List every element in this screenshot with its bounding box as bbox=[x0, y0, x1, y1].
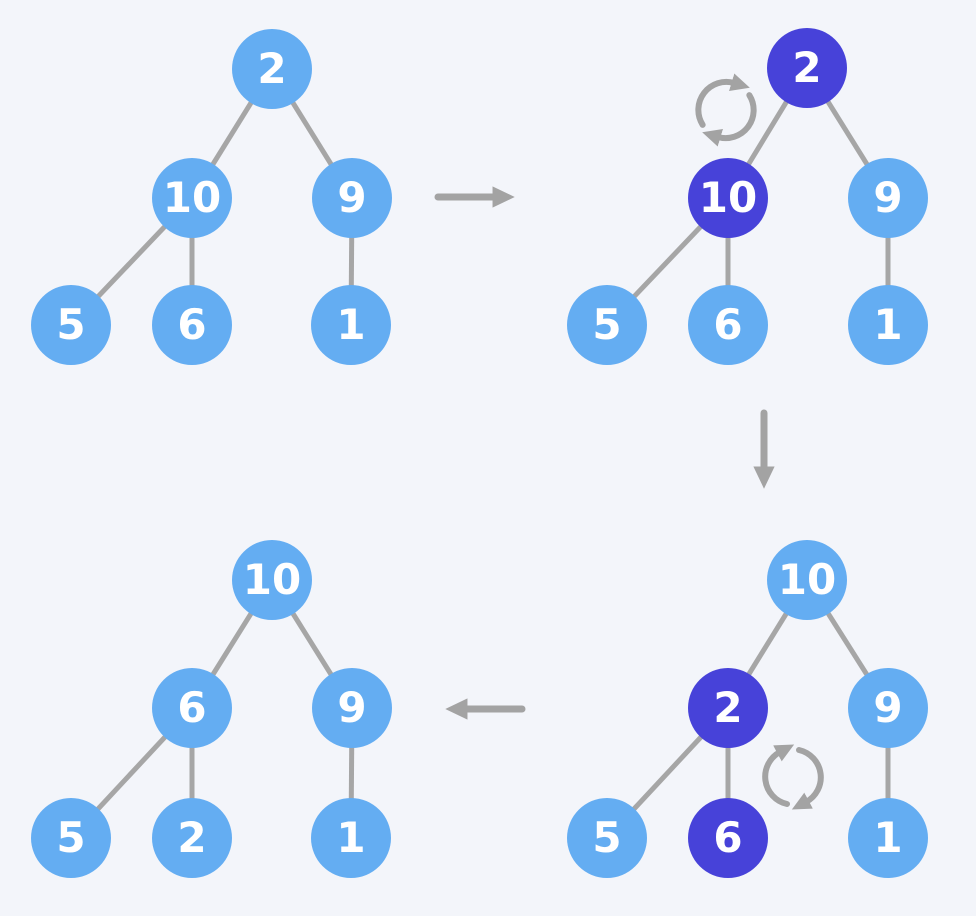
swap-icon bbox=[695, 73, 757, 147]
flow-arrows bbox=[434, 186, 775, 720]
step3-node-5: 5 bbox=[567, 798, 647, 878]
step2-node-5: 5 bbox=[567, 285, 647, 365]
step1-node-1: 1 bbox=[311, 285, 391, 365]
step4-node-9: 9 bbox=[312, 668, 392, 748]
step4-node-5: 5 bbox=[31, 798, 111, 878]
step4-node-6: 6 bbox=[152, 668, 232, 748]
swap-icon bbox=[762, 744, 824, 810]
swap-arc bbox=[695, 73, 750, 128]
step1-node-10: 10 bbox=[152, 158, 232, 238]
step4-node-2: 2 bbox=[152, 798, 232, 878]
step3-node-1: 1 bbox=[848, 798, 928, 878]
step1-node-6: 6 bbox=[152, 285, 232, 365]
step2-node-9: 9 bbox=[848, 158, 928, 238]
swap-arc bbox=[762, 744, 795, 807]
step1-node-9: 9 bbox=[312, 158, 392, 238]
step2-node-2: 2 bbox=[767, 28, 847, 108]
swap-arc bbox=[702, 92, 757, 147]
step4-node-10: 10 bbox=[232, 540, 312, 620]
step3-node-9: 9 bbox=[848, 668, 928, 748]
step2-node-6: 6 bbox=[688, 285, 768, 365]
step2-node-10: 10 bbox=[688, 158, 768, 238]
swap-arc bbox=[791, 747, 824, 810]
step4-node-1: 1 bbox=[311, 798, 391, 878]
step1-node-2: 2 bbox=[232, 29, 312, 109]
step3-node-2: 2 bbox=[688, 668, 768, 748]
step3-node-6: 6 bbox=[688, 798, 768, 878]
step2-node-1: 1 bbox=[848, 285, 928, 365]
step3-node-10: 10 bbox=[767, 540, 847, 620]
step1-node-5: 5 bbox=[31, 285, 111, 365]
